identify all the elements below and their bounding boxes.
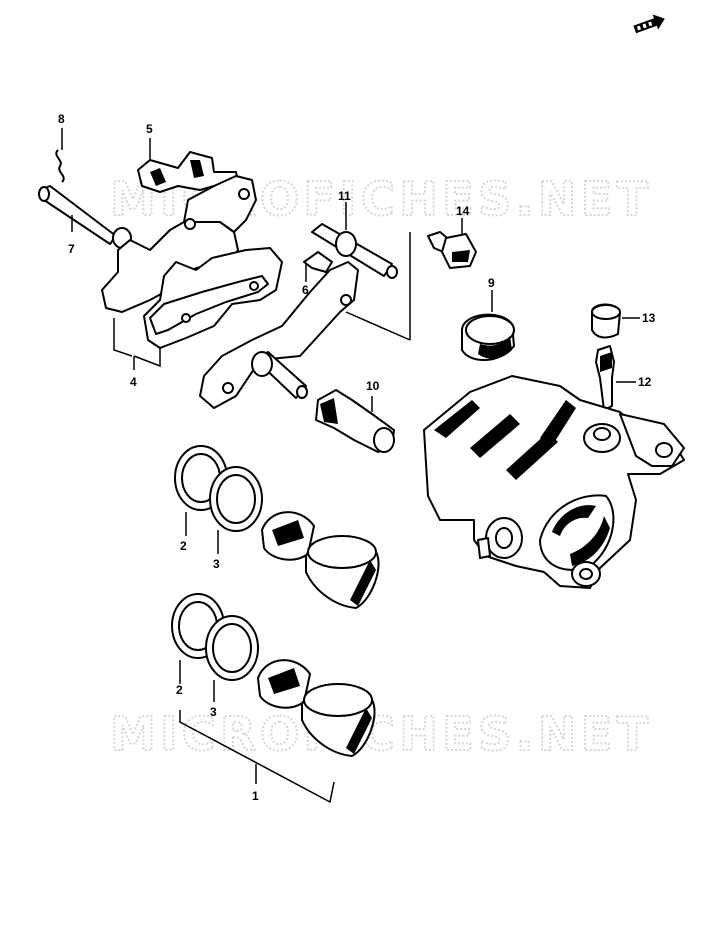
callout-11: 11 <box>338 189 351 203</box>
part-9-boot <box>461 290 515 362</box>
callout-3-lower: 3 <box>210 705 217 719</box>
callout-5: 5 <box>146 122 153 136</box>
callout-9: 9 <box>488 276 495 290</box>
callout-3-upper: 3 <box>213 557 220 571</box>
callout-13: 13 <box>642 311 656 325</box>
callout-2-lower: 2 <box>176 683 183 697</box>
callout-4: 4 <box>130 375 137 389</box>
callout-14: 14 <box>456 204 470 218</box>
callout-1: 1 <box>252 789 259 803</box>
callout-6: 6 <box>302 283 309 297</box>
part-4-brake-pads <box>101 175 283 370</box>
watermark-bottom: MICROFICHES.NET <box>110 707 650 761</box>
front-arrow-icon <box>633 14 665 34</box>
caliper-body <box>423 375 685 589</box>
part-10-slide-pin <box>315 389 395 453</box>
lower-piston-set <box>171 593 376 757</box>
part-7-pad-pin <box>38 185 132 249</box>
part-1-bracket <box>179 710 335 804</box>
upper-piston-set <box>174 445 380 609</box>
part-6-clip <box>303 251 333 282</box>
callout-8: 8 <box>58 112 65 126</box>
callout-2-upper: 2 <box>180 539 187 553</box>
part-11-bracket <box>199 202 411 409</box>
callout-10: 10 <box>366 379 380 393</box>
part-12-bleeder <box>595 345 636 411</box>
part-5-pad-spring <box>137 138 239 193</box>
part-14-bolt <box>427 218 477 269</box>
callout-7: 7 <box>68 242 75 256</box>
part-13-cap <box>591 303 640 339</box>
part-8-clip <box>55 128 65 183</box>
callout-12: 12 <box>638 375 652 389</box>
